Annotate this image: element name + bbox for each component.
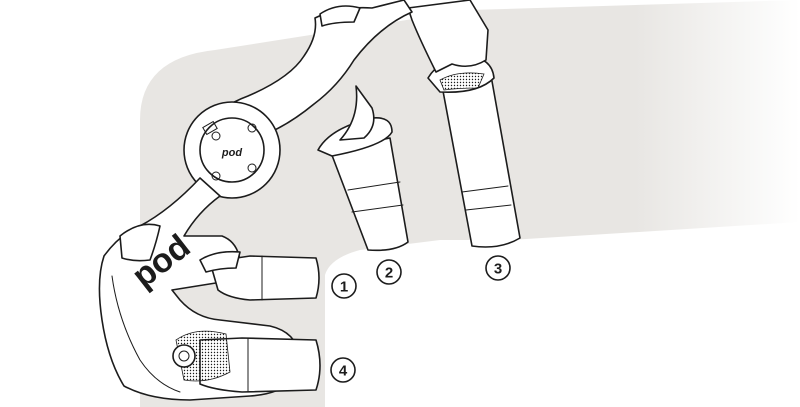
- callout-3-label: 3: [494, 261, 502, 278]
- hinge-screw-icon: [211, 131, 221, 141]
- strap-4-buckle-pin: [172, 344, 196, 368]
- hinge-screw-icon: [247, 123, 257, 133]
- callout-2-label: 2: [385, 265, 393, 282]
- knee-hinge: pod: [183, 101, 281, 199]
- hinge-screw-icon: [211, 171, 221, 181]
- callout-1: 1: [331, 273, 357, 299]
- strap-4: [172, 330, 321, 393]
- callout-1-label: 1: [340, 279, 348, 296]
- callout-2: 2: [376, 259, 402, 285]
- callout-4: 4: [330, 357, 356, 383]
- hinge-logo: pod: [221, 147, 242, 159]
- strap-1: [199, 250, 320, 301]
- callout-4-label: 4: [339, 363, 348, 380]
- hinge-screw-icon: [247, 163, 257, 173]
- callout-3: 3: [485, 255, 511, 281]
